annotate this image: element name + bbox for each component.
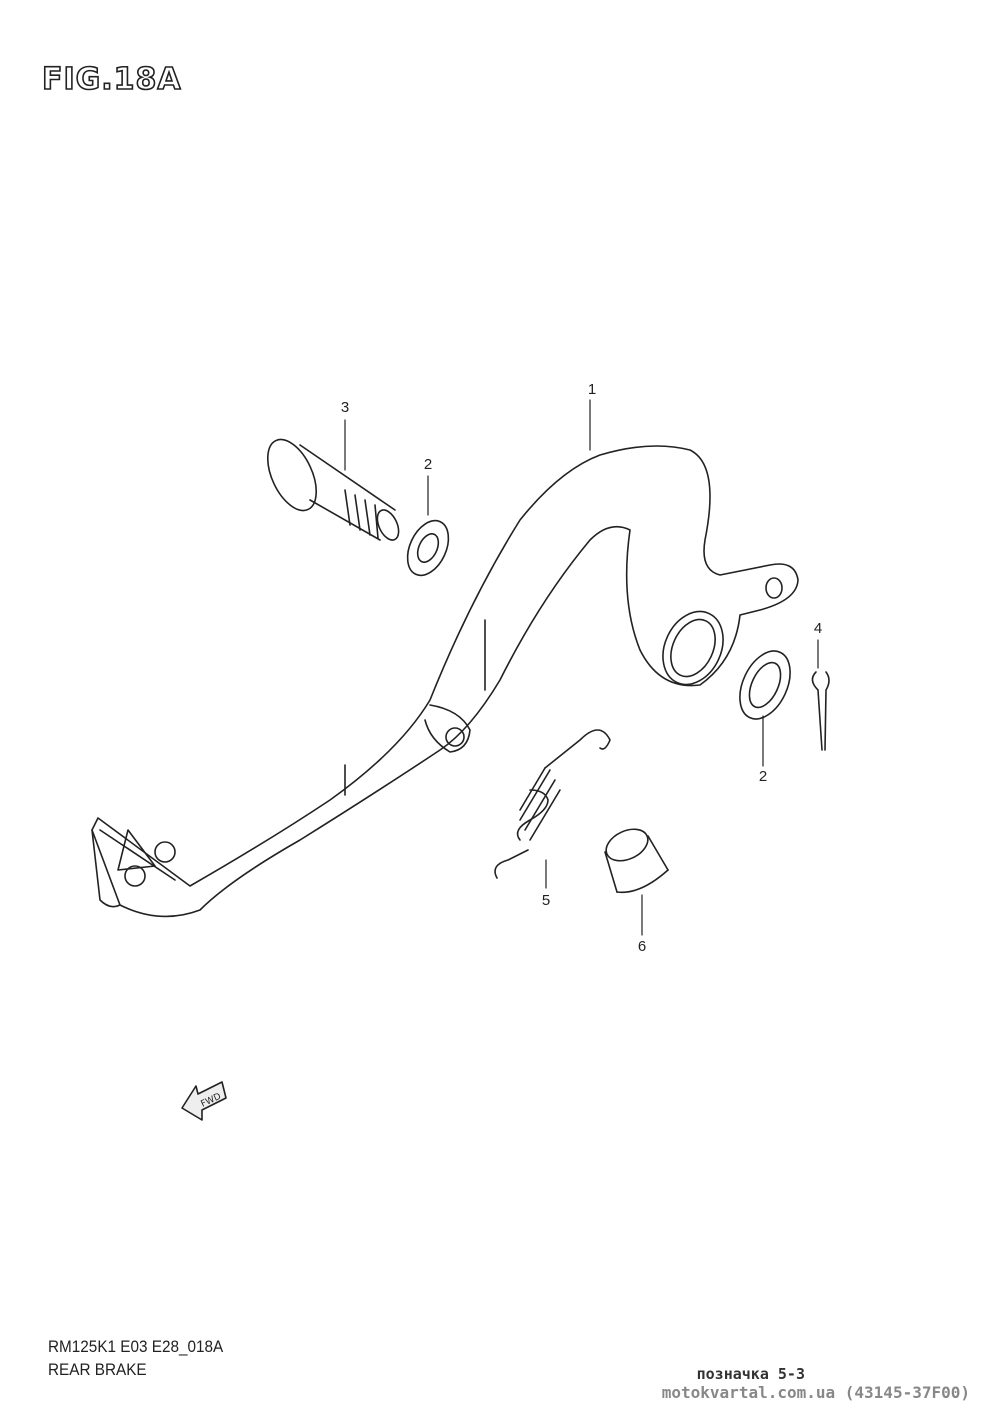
- site-watermark: motokvartal.com.ua (43145-37F00): [661, 1383, 970, 1402]
- section-title: REAR BRAKE: [48, 1360, 147, 1379]
- bushing: [604, 828, 669, 936]
- model-code: RM125K1 E03 E28_018A: [48, 1337, 224, 1356]
- callout-6: 6: [637, 938, 647, 955]
- callout-2-seal: 2: [758, 768, 768, 785]
- callout-1: 1: [587, 381, 597, 398]
- oil-seal: [739, 650, 791, 767]
- washer: [406, 475, 450, 577]
- figure-label: FIG.18A: [41, 61, 182, 98]
- callout-2-washer: 2: [423, 456, 433, 473]
- spring: [494, 729, 611, 889]
- marking-label: позначка 5-3: [696, 1365, 805, 1383]
- fwd-arrow-icon: FWD: [181, 1081, 227, 1121]
- cotter-pin: [811, 639, 830, 751]
- callout-3: 3: [340, 399, 350, 416]
- pivot-bolt: [266, 419, 400, 541]
- callout-4: 4: [813, 620, 823, 637]
- callout-5: 5: [541, 892, 551, 909]
- brake-pedal: [91, 399, 799, 918]
